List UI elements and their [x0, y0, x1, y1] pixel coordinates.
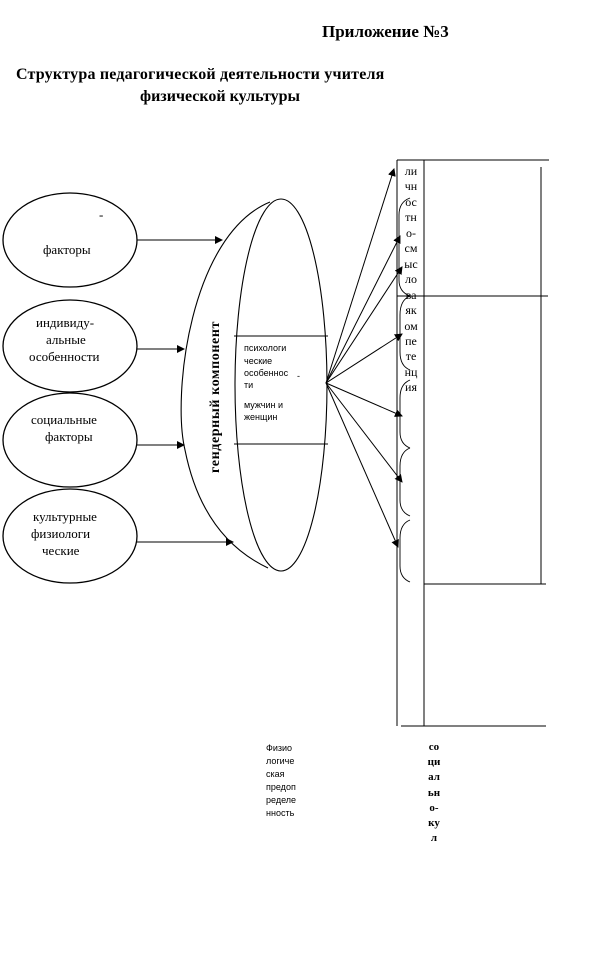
inner-bracket-5: [399, 519, 411, 583]
factor-4-line2: физиологи: [31, 526, 91, 541]
center-box-line5: мужчин и: [244, 400, 284, 410]
fan-arrow-4: [325, 333, 403, 384]
factor-2-line2: альные: [46, 332, 86, 347]
factor-2-line1: индивиду-: [36, 315, 95, 330]
factor-4-line1: культурные: [33, 509, 97, 524]
physio-line4: предоп: [266, 782, 296, 792]
social-vertical-text: социально-кул: [427, 741, 441, 845]
fan-arrow-5: [325, 382, 403, 417]
center-box-line2: ческие: [244, 356, 273, 366]
physio-line3: ская: [266, 769, 285, 779]
physio-line2: логиче: [266, 756, 295, 766]
center-box-line6: женщин: [244, 412, 278, 422]
factor-ellipse-3: [2, 392, 138, 488]
fan-arrow-7: [325, 382, 399, 548]
factor-ellipse-4: [2, 488, 138, 584]
factor-ellipse-2: [2, 299, 138, 393]
lens-outer-arc: [180, 201, 271, 569]
factor-1-dash: -: [99, 207, 104, 222]
inner-bracket-3: [399, 379, 411, 449]
factor-1-label: факторы: [43, 242, 91, 257]
page-title-line1: Структура педагогической деятельности уч…: [16, 66, 385, 83]
factor-3-line2: факторы: [45, 429, 93, 444]
fan-arrow-1: [325, 168, 396, 384]
physio-line6: нность: [266, 808, 295, 818]
fan-arrow-6: [325, 382, 403, 483]
page-title-line2: физической культуры: [140, 88, 301, 105]
fan-arrow-2: [325, 235, 401, 384]
factor-ellipse-1: [2, 192, 138, 288]
appendix-label: Приложение №3: [322, 22, 449, 41]
fan-arrow-3: [325, 266, 403, 384]
center-box-line4: ти: [244, 380, 254, 390]
inner-bracket-2: [399, 295, 411, 371]
inner-bracket-1: [398, 197, 411, 297]
gender-component-label: гендерный компонент: [208, 321, 223, 473]
inner-bracket-4: [399, 447, 411, 517]
competence-vertical-text: личностно-смысловаякомпетенция: [404, 164, 418, 395]
physio-line1: Физио: [266, 743, 293, 753]
factor-2-line3: особенности: [29, 349, 100, 364]
physio-line5: ределе: [266, 795, 297, 805]
center-box-dash: -: [297, 371, 300, 381]
factor-4-line3: ческие: [42, 543, 80, 558]
factor-3-line1: социальные: [31, 412, 97, 427]
center-box-line1: психологи: [244, 343, 287, 353]
center-box-line3: особеннос: [244, 368, 289, 378]
